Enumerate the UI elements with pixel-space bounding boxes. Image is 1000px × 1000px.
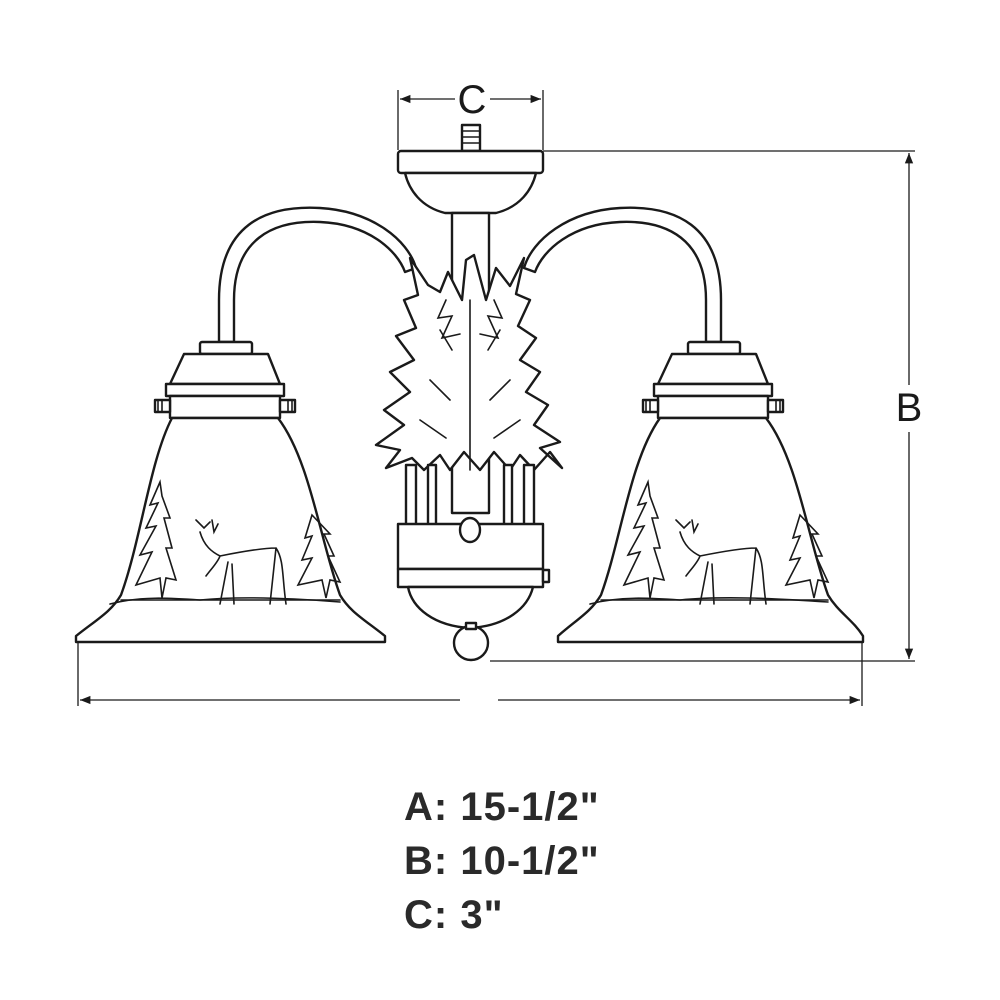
center-trees <box>374 253 564 472</box>
spec-c-key: C <box>404 893 434 937</box>
dimension-b: B <box>490 150 923 662</box>
spec-b-key: B <box>404 839 434 883</box>
spec-c-value: 3" <box>460 893 504 937</box>
spec-a-key: A <box>404 785 434 829</box>
left-arm <box>217 206 418 344</box>
spec-c: C: 3" <box>404 893 504 937</box>
dimension-b-label: B <box>896 386 923 430</box>
dimension-c: C <box>397 78 544 150</box>
dimension-specs: A: 15-1/2" B: 10-1/2" C: 3" <box>404 780 600 942</box>
spec-a-value: 15-1/2" <box>460 785 600 829</box>
center-body <box>396 463 551 662</box>
spec-b-value: 10-1/2" <box>460 839 600 883</box>
right-arm <box>522 206 723 344</box>
left-shade <box>74 340 387 644</box>
dimension-a <box>77 640 863 706</box>
dimension-c-label: C <box>458 78 487 122</box>
spec-b: B: 10-1/2" <box>404 839 600 883</box>
right-shade <box>556 340 865 644</box>
spec-a: A: 15-1/2" <box>404 785 600 829</box>
